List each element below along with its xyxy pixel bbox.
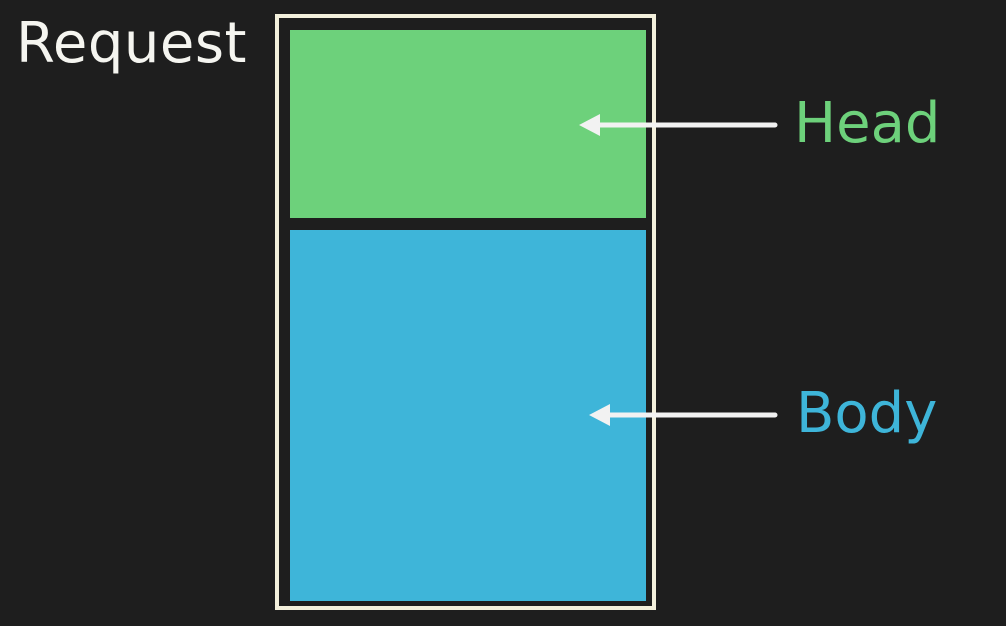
request-title: Request: [16, 11, 247, 76]
head-label: Head: [794, 91, 941, 156]
head-block: [290, 30, 646, 218]
body-block: [290, 230, 646, 601]
body-label: Body: [796, 381, 938, 446]
